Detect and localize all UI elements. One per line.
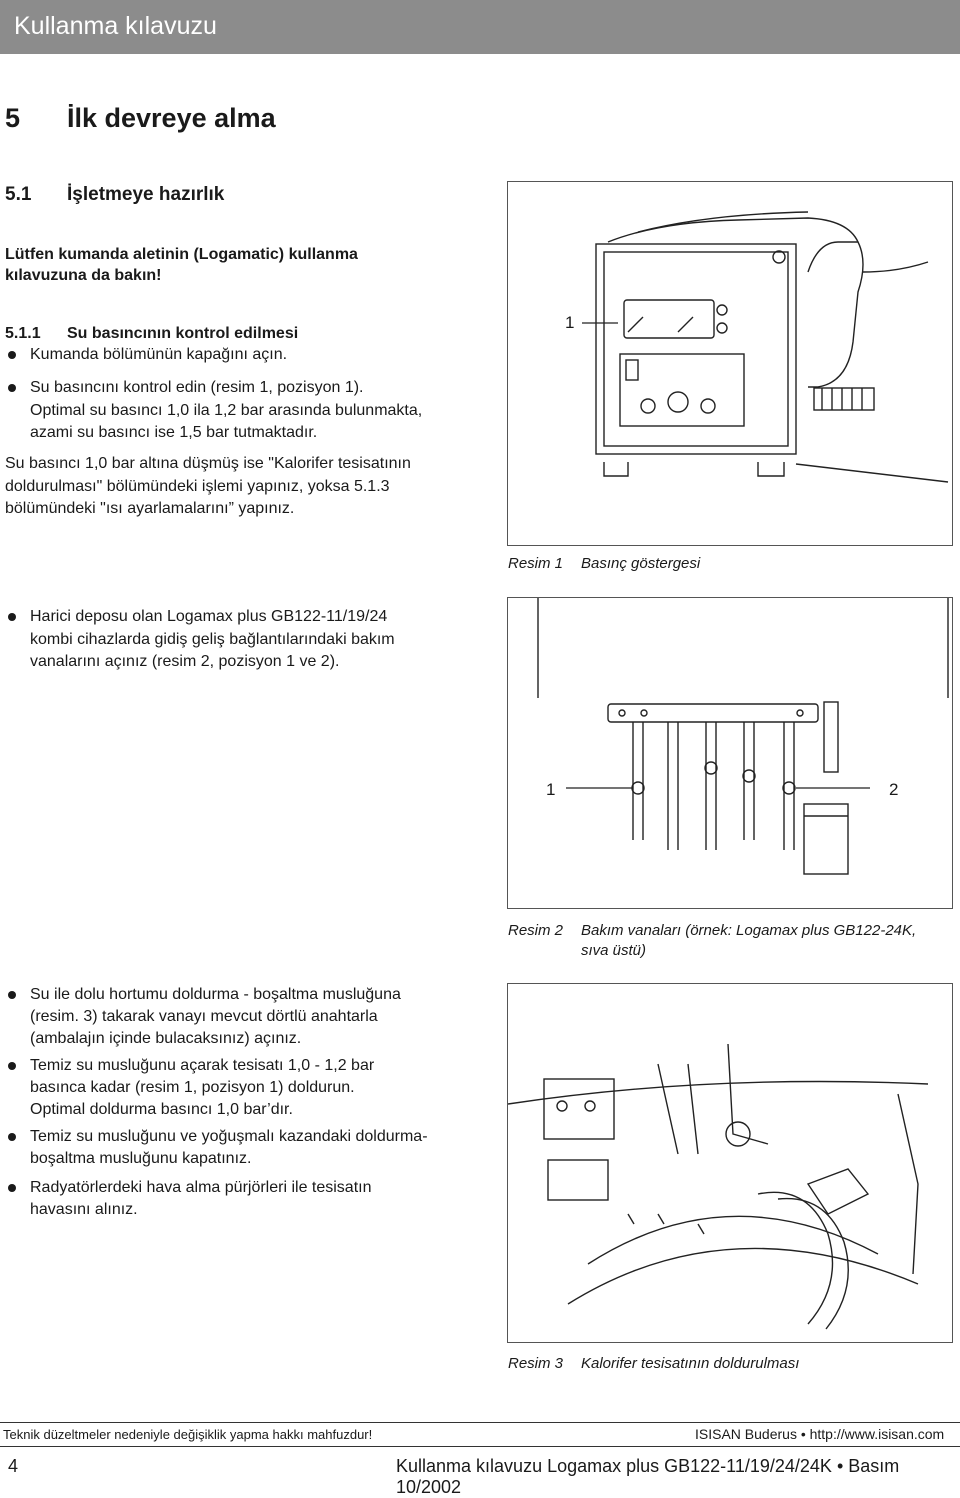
step-text: havasını alınız. [30,1201,138,1218]
step-text: Temiz su musluğunu açarak tesisatı 1,0 -… [30,1057,375,1074]
step-text: vanalarını açınız (resim 2, pozisyon 1 v… [30,653,340,670]
subsection-number: 5.1 [5,184,32,205]
footer-document: Kullanma kılavuzu Logamax plus GB122-11/… [396,1456,900,1497]
step-text: (resim. 3) takarak vanayı mevcut dörtlü … [30,1008,378,1025]
bullet [8,1062,16,1070]
subsubsection-number: 5.1.1 [5,325,41,342]
bullet [8,384,16,392]
step-text: Temiz su musluğunu ve yoğuşmalı kazandak… [30,1128,428,1145]
figure-1-caption: Basınç göstergesi [581,555,701,572]
figure-3-caption: Kalorifer tesisatının doldurulması [581,1355,800,1372]
paragraph-line: Su basıncı 1,0 bar altına düşmüş ise "Ka… [5,455,411,472]
header-title: Kullanma kılavuzu [14,12,217,40]
step-text: azami su basıncı ise 1,5 bar tutmaktadır… [30,424,318,441]
footer-rule-2 [0,1446,960,1447]
figure-3-frame [507,983,953,1343]
header-bar: Kullanma kılavuzu [0,0,960,54]
step-text: boşaltma musluğunu kapatınız. [30,1150,252,1167]
step-text: Harici deposu olan Logamax plus GB122-11… [30,608,388,625]
figure-1-callout-1: 1 [565,313,575,332]
step-text: Su basıncını kontrol edin (resim 1, pozi… [30,379,364,396]
notice-line-1: Lütfen kumanda aletinin (Logamatic) kull… [5,246,358,263]
figure-2-caption-line-2: sıva üstü) [581,942,647,959]
section-title: İlk devreye alma [67,103,276,133]
paragraph-line: doldurulması" bölümündeki işlemi yapınız… [5,478,390,495]
step-text: basınca kadar (resim 1, pozisyon 1) dold… [30,1079,355,1096]
figure-2-label: Resim 2 [508,922,564,939]
subsubsection-title: Su basıncının kontrol edilmesi [67,325,299,342]
bullet [8,1133,16,1141]
figure-2-frame [507,597,953,909]
step-text: Kumanda bölümünün kapağını açın. [30,346,288,363]
subsection-title: İşletmeye hazırlık [67,184,225,205]
figure-3-label: Resim 3 [508,1355,564,1372]
section-number: 5 [5,103,21,133]
boiler-control-illustration [582,211,949,483]
service-valves-illustration [537,598,949,875]
bullet [8,351,16,359]
notice-line-2: kılavuzuna da bakın! [5,267,162,284]
figure-2-callout-2: 2 [889,780,899,799]
footer-note: Teknik düzeltmeler nedeniyle değişiklik … [3,1427,373,1442]
step-text: kombi cihazlarda gidiş geliş bağlantılar… [30,631,395,648]
figure-2-callout-1: 1 [546,780,556,799]
filling-hose-illustration [507,1043,929,1330]
footer-rule [0,1422,960,1423]
bullet [8,613,16,621]
step-text: Optimal doldurma basıncı 1,0 bar’dır. [30,1101,293,1118]
page-number: 4 [8,1456,19,1476]
figure-2-caption-line-1: Bakım vanaları (örnek: Logamax plus GB12… [581,922,917,939]
step-text: (ambalajın içinde bulacaksınız) açınız. [30,1030,302,1047]
figure-1-frame [507,181,953,546]
bullet [8,1184,16,1192]
step-text: Su ile dolu hortumu doldurma - boşaltma … [30,986,401,1003]
step-text: Radyatörlerdeki hava alma pürjörleri ile… [30,1179,372,1196]
paragraph-line: bölümündeki "ısı ayarlamalarını” yapınız… [5,500,295,517]
step-text: Optimal su basıncı 1,0 ila 1,2 bar arası… [30,402,423,419]
bullet [8,991,16,999]
figure-1-label: Resim 1 [508,555,564,572]
footer-company: ISISAN Buderus • http://www.isisan.com [695,1426,945,1442]
